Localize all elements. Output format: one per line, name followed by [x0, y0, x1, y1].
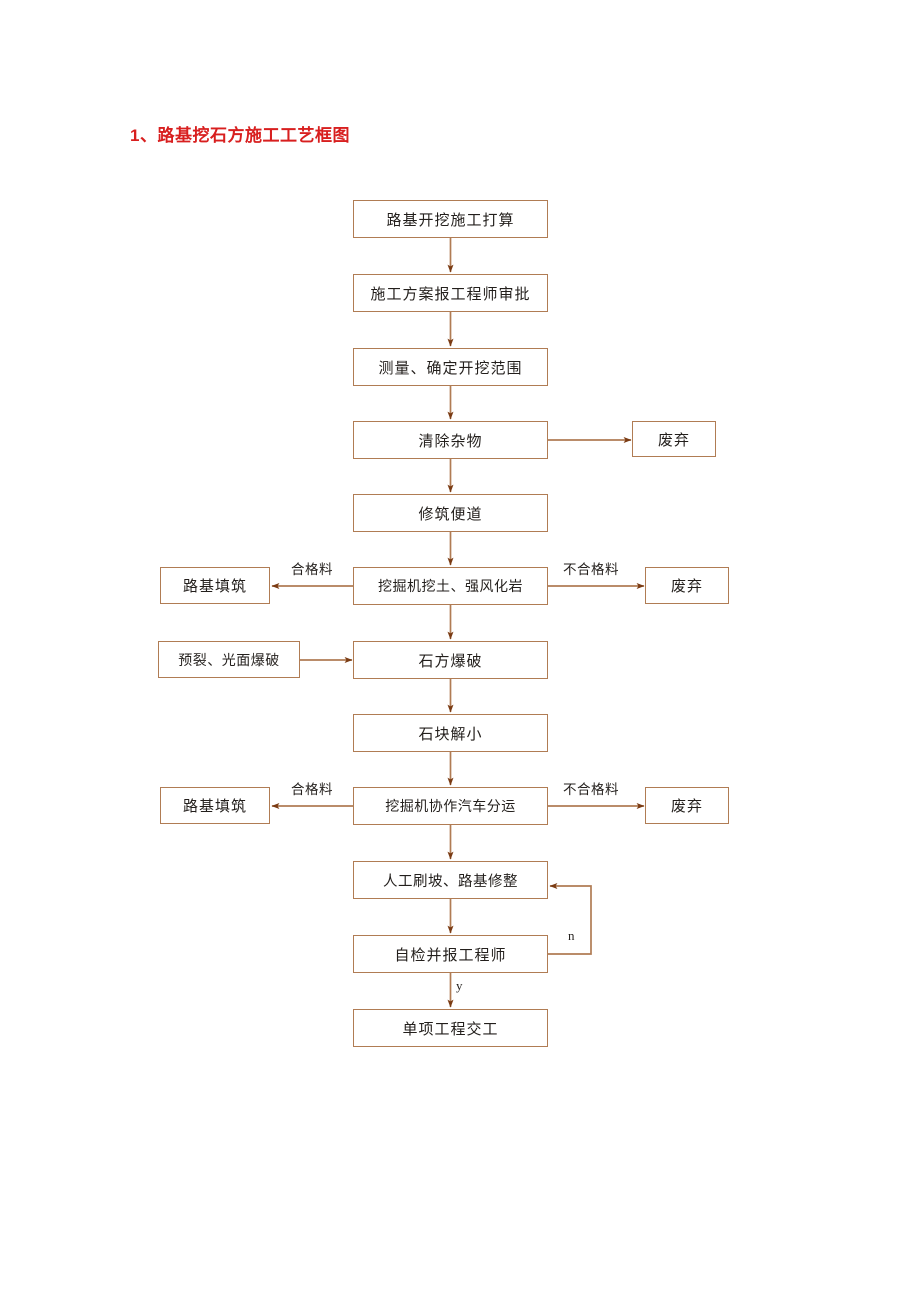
node-discard-2[interactable]: 废弃	[645, 567, 729, 604]
node-roadbed-filling-2[interactable]: 路基填筑	[160, 787, 270, 824]
node-excavator-soil-weathered-rock[interactable]: 挖掘机挖土、强风化岩	[353, 567, 548, 605]
node-label: 路基开挖施工打算	[386, 212, 515, 229]
node-label: 路基填筑	[182, 579, 247, 595]
node-discard-3[interactable]: 废弃	[645, 787, 729, 824]
node-label: 测量、确定开挖范围	[378, 360, 523, 377]
node-label: 废弃	[670, 579, 703, 595]
node-rock-blasting[interactable]: 石方爆破	[353, 641, 548, 679]
edge-label-no: n	[568, 928, 575, 943]
page-title: 1、路基挖石方施工工艺框图	[130, 126, 350, 145]
node-presplit-smooth-blasting[interactable]: 预裂、光面爆破	[158, 641, 300, 678]
node-clear-debris[interactable]: 清除杂物	[353, 421, 548, 459]
node-label: 废弃	[670, 799, 703, 815]
node-label: 清除杂物	[418, 433, 483, 450]
edge-label-unqualified-2: 不合格料	[563, 782, 619, 797]
node-manual-slope-trimming[interactable]: 人工刷坡、路基修整	[353, 861, 548, 899]
node-label: 预裂、光面爆破	[178, 653, 280, 669]
node-label: 单项工程交工	[402, 1021, 499, 1038]
node-label: 废弃	[657, 432, 690, 449]
edge-label-unqualified-1: 不合格料	[563, 562, 619, 577]
node-single-project-handover[interactable]: 单项工程交工	[353, 1009, 548, 1047]
node-excavator-truck-transport[interactable]: 挖掘机协作汽车分运	[353, 787, 548, 825]
node-build-access-road[interactable]: 修筑便道	[353, 494, 548, 532]
node-label: 人工刷坡、路基修整	[383, 873, 518, 890]
node-label: 石方爆破	[418, 653, 483, 670]
node-roadbed-excavation-plan[interactable]: 路基开挖施工打算	[353, 200, 548, 238]
node-scheme-submit-approval[interactable]: 施工方案报工程师审批	[353, 274, 548, 312]
node-break-rock-small[interactable]: 石块解小	[353, 714, 548, 752]
node-label: 施工方案报工程师审批	[370, 286, 531, 303]
edge-label-qualified-1: 合格料	[291, 562, 333, 577]
node-label: 石块解小	[418, 726, 483, 743]
node-roadbed-filling-1[interactable]: 路基填筑	[160, 567, 270, 604]
edge-label-yes: y	[456, 978, 463, 993]
node-survey-define-range[interactable]: 测量、确定开挖范围	[353, 348, 548, 386]
node-label: 修筑便道	[418, 506, 483, 523]
node-label: 路基填筑	[182, 799, 247, 815]
node-self-inspection-report[interactable]: 自检并报工程师	[353, 935, 548, 973]
edge-label-qualified-2: 合格料	[291, 782, 333, 797]
node-label: 自检并报工程师	[394, 947, 507, 964]
node-label: 挖掘机协作汽车分运	[385, 800, 516, 815]
node-label: 挖掘机挖土、强风化岩	[378, 580, 523, 595]
node-discard-1[interactable]: 废弃	[632, 421, 716, 457]
